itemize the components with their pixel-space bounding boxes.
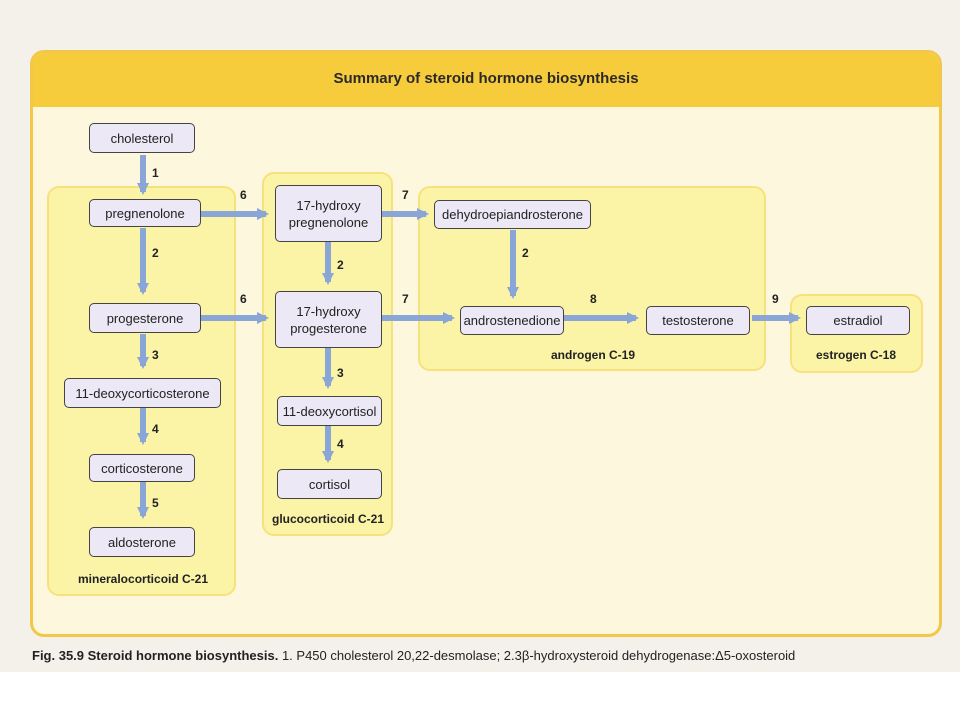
- step-label-3-middle: 3: [337, 366, 344, 380]
- node-17-hydroxy-pregnenolone: 17-hydroxy pregnenolone: [275, 185, 382, 242]
- step-label-7-bottom: 7: [402, 292, 409, 306]
- caption-label: Fig. 35.9 Steroid hormone biosynthesis.: [32, 648, 279, 663]
- step-label-4-middle: 4: [337, 437, 344, 451]
- node-17-hydroxy-progesterone: 17-hydroxy progesterone: [275, 291, 382, 348]
- node-cholesterol: cholesterol: [89, 123, 195, 153]
- step-label-5: 5: [152, 496, 159, 510]
- node-testosterone: testosterone: [646, 306, 750, 335]
- step-label-8: 8: [590, 292, 597, 306]
- glucocorticoid-label: glucocorticoid C-21: [272, 512, 385, 526]
- node-progesterone: progesterone: [89, 303, 201, 333]
- node-11-deoxycortisol: 11-deoxycortisol: [277, 396, 382, 426]
- node-dehydroepiandrosterone: dehydroepiandrosterone: [434, 200, 591, 229]
- estrogen-label: estrogen C-18: [816, 348, 897, 362]
- androgen-label: androgen C-19: [551, 348, 636, 362]
- node-corticosterone: corticosterone: [89, 454, 195, 482]
- step-label-4-left: 4: [152, 422, 159, 436]
- node-11-deoxycorticosterone: 11-deoxycorticosterone: [64, 378, 221, 408]
- step-label-6-bottom: 6: [240, 292, 247, 306]
- step-label-6-top: 6: [240, 188, 247, 202]
- step-label-2-right: 2: [522, 246, 529, 260]
- step-label-2-middle: 2: [337, 258, 344, 272]
- step-label-3-left: 3: [152, 348, 159, 362]
- node-pregnenolone: pregnenolone: [89, 199, 201, 227]
- step-label-2-left: 2: [152, 246, 159, 260]
- step-label-7-top: 7: [402, 188, 409, 202]
- figure-caption: Fig. 35.9 Steroid hormone biosynthesis. …: [32, 648, 952, 668]
- title-banner: Summary of steroid hormone biosynthesis: [33, 53, 939, 107]
- node-androstenedione: androstenedione: [460, 306, 564, 335]
- node-estradiol: estradiol: [806, 306, 910, 335]
- caption-text: 1. P450 cholesterol 20,22-desmolase; 2.3…: [278, 648, 796, 663]
- node-cortisol: cortisol: [277, 469, 382, 499]
- step-label-1: 1: [152, 166, 159, 180]
- mineralocorticoid-label: mineralocorticoid C-21: [78, 572, 209, 586]
- node-aldosterone: aldosterone: [89, 527, 195, 557]
- figure-title: Summary of steroid hormone biosynthesis: [333, 70, 639, 87]
- step-label-9: 9: [772, 292, 779, 306]
